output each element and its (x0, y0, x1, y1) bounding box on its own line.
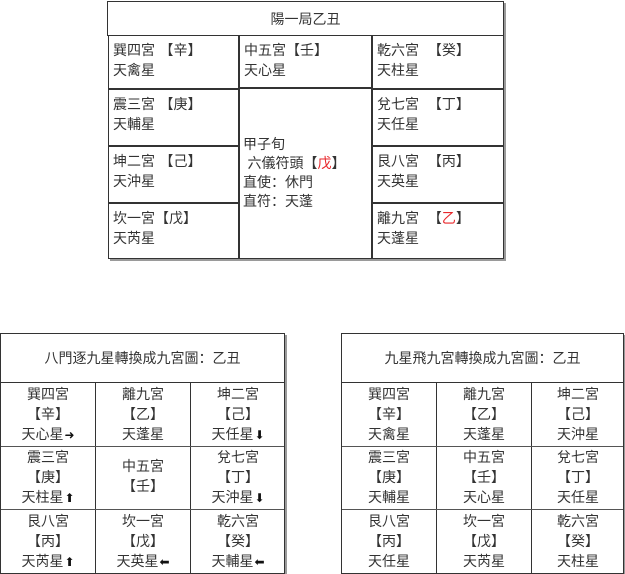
stem: 【己】 (159, 154, 202, 170)
grid-cell-kan1: 坎一宮 【戊】 天英星⬅ (116, 513, 170, 570)
arrow-left-icon: ⬅ (254, 554, 265, 569)
zhi-shi-line: 直使：休門 (243, 174, 313, 191)
grid-cell-qian6: 乾六宮 【癸】 天輔星⬅ (211, 513, 265, 570)
grid-divider (342, 509, 623, 510)
grid-divider (190, 382, 191, 573)
arrow-up-icon: ⬆ (64, 554, 75, 569)
star-name: 天芮星 (113, 231, 155, 247)
grid-divider (1, 446, 284, 447)
fu-tou-stem: 戊 (317, 155, 332, 172)
grid-cell-kan1: 坎一宮 【戊】 天芮星 (463, 513, 505, 570)
star-name: 天英星 (377, 174, 419, 190)
center-info-cell: 甲子旬 六儀符頭【戊】 直使：休門 直符：天蓬 (239, 88, 372, 259)
stem: 【癸】 (427, 43, 470, 59)
stem-highlight: 乙 (441, 211, 456, 227)
grid-divider (1, 509, 284, 510)
arrow-down-icon: ⬇ (254, 491, 265, 505)
arrow-left-icon: ⬅ (159, 554, 170, 569)
grid-cell-zhen3: 震三宮 【庚】 天柱星⬆ (21, 450, 75, 506)
stem: 【戊】 (155, 211, 197, 227)
grid-cell-kun2: 坤二宮 【己】 天任星⬇ (211, 386, 265, 443)
grid-cell-qian6: 乾六宮 【癸】 天柱星 (557, 513, 599, 570)
arrow-up-icon: ⬆ (64, 491, 75, 505)
grid-divider (531, 382, 532, 573)
palace-cell-zhong5: 中五宮【壬】 天心星 (239, 35, 372, 88)
star-name: 天蓬星 (377, 231, 419, 247)
palace-cell-dui7: 兌七宮 【丁】 天任星 (372, 89, 504, 146)
grid-cell-xun4: 巽四宮 【辛】 天心星➜ (21, 386, 75, 443)
grid-cell-zhong5: 中五宮 【壬】 天心星 (463, 450, 505, 506)
stem: 【辛】 (159, 43, 202, 59)
grid-cell-dui7: 兌七宮 【丁】 天任星 (557, 450, 599, 506)
star-name: 天任星 (377, 117, 419, 133)
grid-cell-kun2: 坤二宮 【己】 天沖星 (557, 386, 599, 443)
grid-divider (95, 382, 96, 573)
stem: 【丁】 (427, 97, 470, 113)
xun-label: 甲子旬 (243, 136, 285, 153)
stem: 【壬】 (286, 43, 328, 59)
palace-cell-kun2: 坤二宮 【己】 天沖星 (108, 146, 239, 203)
palace-cell-li9: 離九宮 【乙】 天蓬星 (372, 203, 504, 259)
grid-cell-zhong5: 中五宮 【壬】 (122, 459, 164, 495)
right-nine-palace-grid: 九星飛九宮轉換成九宮圖：乙丑 巽四宮 【辛】 天禽星 離九宮 【乙】 天蓬星 坤… (341, 333, 624, 574)
palace-name: 乾六宮 (377, 43, 419, 59)
grid-cell-gen8: 艮八宮 【丙】 天芮星⬆ (21, 513, 75, 570)
right-grid-title: 九星飛九宮轉換成九宮圖：乙丑 (342, 334, 623, 383)
palace-name: 兌七宮 (377, 97, 419, 113)
palace-cell-xun4: 巽四宮 【辛】 天禽星 (108, 35, 239, 89)
palace-cell-qian6: 乾六宮 【癸】 天柱星 (372, 35, 504, 89)
palace-name: 巽四宮 (113, 43, 155, 59)
palace-cell-kan1: 坎一宮【戊】 天芮星 (108, 203, 239, 259)
palace-name: 坎一宮 (113, 211, 155, 227)
star-name: 天心星 (244, 63, 286, 79)
palace-name: 艮八宮 (377, 154, 419, 170)
top-chart-title: 陽一局乙丑 (107, 1, 504, 36)
top-chart-title-text: 陽一局乙丑 (270, 11, 341, 28)
palace-cell-zhen3: 震三宮 【庚】 天輔星 (108, 89, 239, 146)
star-name: 天禽星 (113, 63, 155, 79)
star-name: 天輔星 (113, 117, 155, 133)
stem: 【丙】 (427, 154, 470, 170)
palace-cell-gen8: 艮八宮 【丙】 天英星 (372, 146, 504, 203)
stem: 【庚】 (159, 97, 202, 113)
grid-divider (436, 382, 437, 573)
grid-divider (342, 446, 623, 447)
grid-cell-xun4: 巽四宮 【辛】 天禽星 (368, 386, 410, 443)
grid-cell-zhen3: 震三宮 【庚】 天輔星 (368, 450, 410, 506)
palace-name: 震三宮 (113, 97, 155, 113)
grid-cell-gen8: 艮八宮 【丙】 天任星 (368, 513, 410, 570)
zhi-fu-line: 直符：天蓬 (243, 193, 313, 210)
palace-name: 中五宮 (244, 43, 286, 59)
star-name: 天柱星 (377, 63, 419, 79)
left-nine-palace-grid: 八門逐九星轉換成九宮圖：乙丑 巽四宮 【辛】 天心星➜ 離九宮 【乙】 天蓬星 … (0, 333, 285, 574)
grid-cell-dui7: 兌七宮 【丁】 天沖星⬇ (211, 450, 265, 506)
arrow-down-icon: ⬇ (254, 427, 265, 442)
grid-cell-li9: 離九宮 【乙】 天蓬星 (122, 386, 164, 443)
palace-name: 坤二宮 (113, 154, 155, 170)
star-name: 天沖星 (113, 174, 155, 190)
palace-name: 離九宮 (377, 211, 419, 227)
fu-tou-line: 六儀符頭【戊】 (247, 155, 346, 172)
arrow-right-icon: ➜ (64, 427, 75, 442)
left-grid-title: 八門逐九星轉換成九宮圖：乙丑 (1, 334, 284, 383)
grid-cell-li9: 離九宮 【乙】 天蓬星 (463, 386, 505, 443)
